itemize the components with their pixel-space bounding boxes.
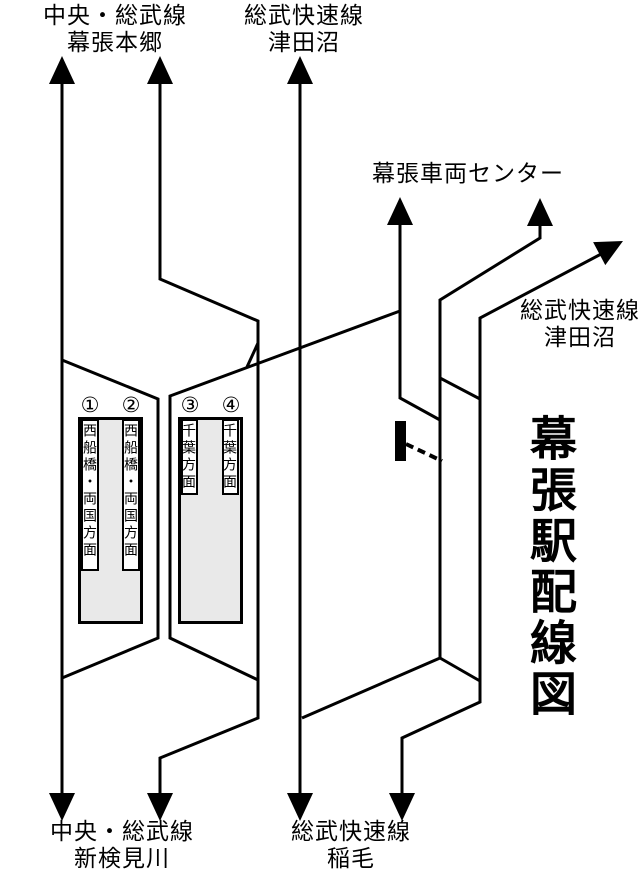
platform-sign-track-1: 西船橋・両国方面 [81,419,99,571]
arrowhead-down-rapid-up-track [389,793,415,821]
depot-track-b-branch-line [439,656,481,683]
arrowhead-up-track4 [147,56,173,84]
arrowhead-up-depot-a [387,197,413,225]
platform-sign-track-2: 西船橋・両国方面 [122,419,140,571]
arrowhead-up-track1 [49,56,75,84]
label-bottom-left: 中央・総武線 新検見川 [50,818,194,872]
arrowhead-down-rapid [287,793,313,821]
track-3-depot-lead-line [168,309,401,682]
label-top-left: 中央・総武線 幕張本郷 [43,2,187,56]
label-top-center-line: 総武快速線 [244,2,364,28]
label-top-center-station: 津田沼 [268,29,340,55]
arrowhead-up-depot-b [527,198,553,226]
track-number-3: ③ [180,394,200,417]
label-right-station: 津田沼 [544,324,616,350]
track-4-line [158,80,260,795]
dashed-stub-line [405,442,443,463]
track-number-2: ② [121,394,141,417]
arrowhead-up-rapid [287,56,313,84]
switch-connector-line [245,342,260,368]
label-top-left-station: 幕張本郷 [67,29,163,55]
arrowhead-down-track4 [147,793,173,821]
label-right: 総武快速線 津田沼 [520,297,640,351]
label-depot-name: 幕張車両センター [372,160,564,186]
label-bottom-center-line: 総武快速線 [291,818,411,844]
label-bottom-center: 総武快速線 稲毛 [291,818,411,872]
label-top-left-line: 中央・総武線 [43,2,187,28]
label-top-center: 総武快速線 津田沼 [244,2,364,56]
label-bottom-left-station: 新検見川 [74,845,170,871]
platform-sign-track-4: 千葉方面 [222,419,239,495]
label-depot: 幕張車両センター [372,160,564,187]
depot-track-b-line [301,225,542,720]
track-number-4: ④ [221,394,241,417]
crossover-line [439,376,481,401]
label-bottom-left-line: 中央・総武線 [50,818,194,844]
track-2-line [61,358,160,680]
rapid-up-track-line [400,251,604,795]
depot-track-a-line [398,224,441,422]
track-number-1: ① [80,394,100,417]
buffer-stop-bar [395,421,406,461]
arrowhead-diag-rapid-up [593,241,623,266]
label-bottom-center-station: 稲毛 [327,845,375,871]
label-right-line: 総武快速線 [520,297,640,323]
arrowhead-down-track1 [49,793,75,821]
platform-sign-track-3: 千葉方面 [181,419,198,495]
diagram-title: 幕張駅配線図 [523,414,576,720]
